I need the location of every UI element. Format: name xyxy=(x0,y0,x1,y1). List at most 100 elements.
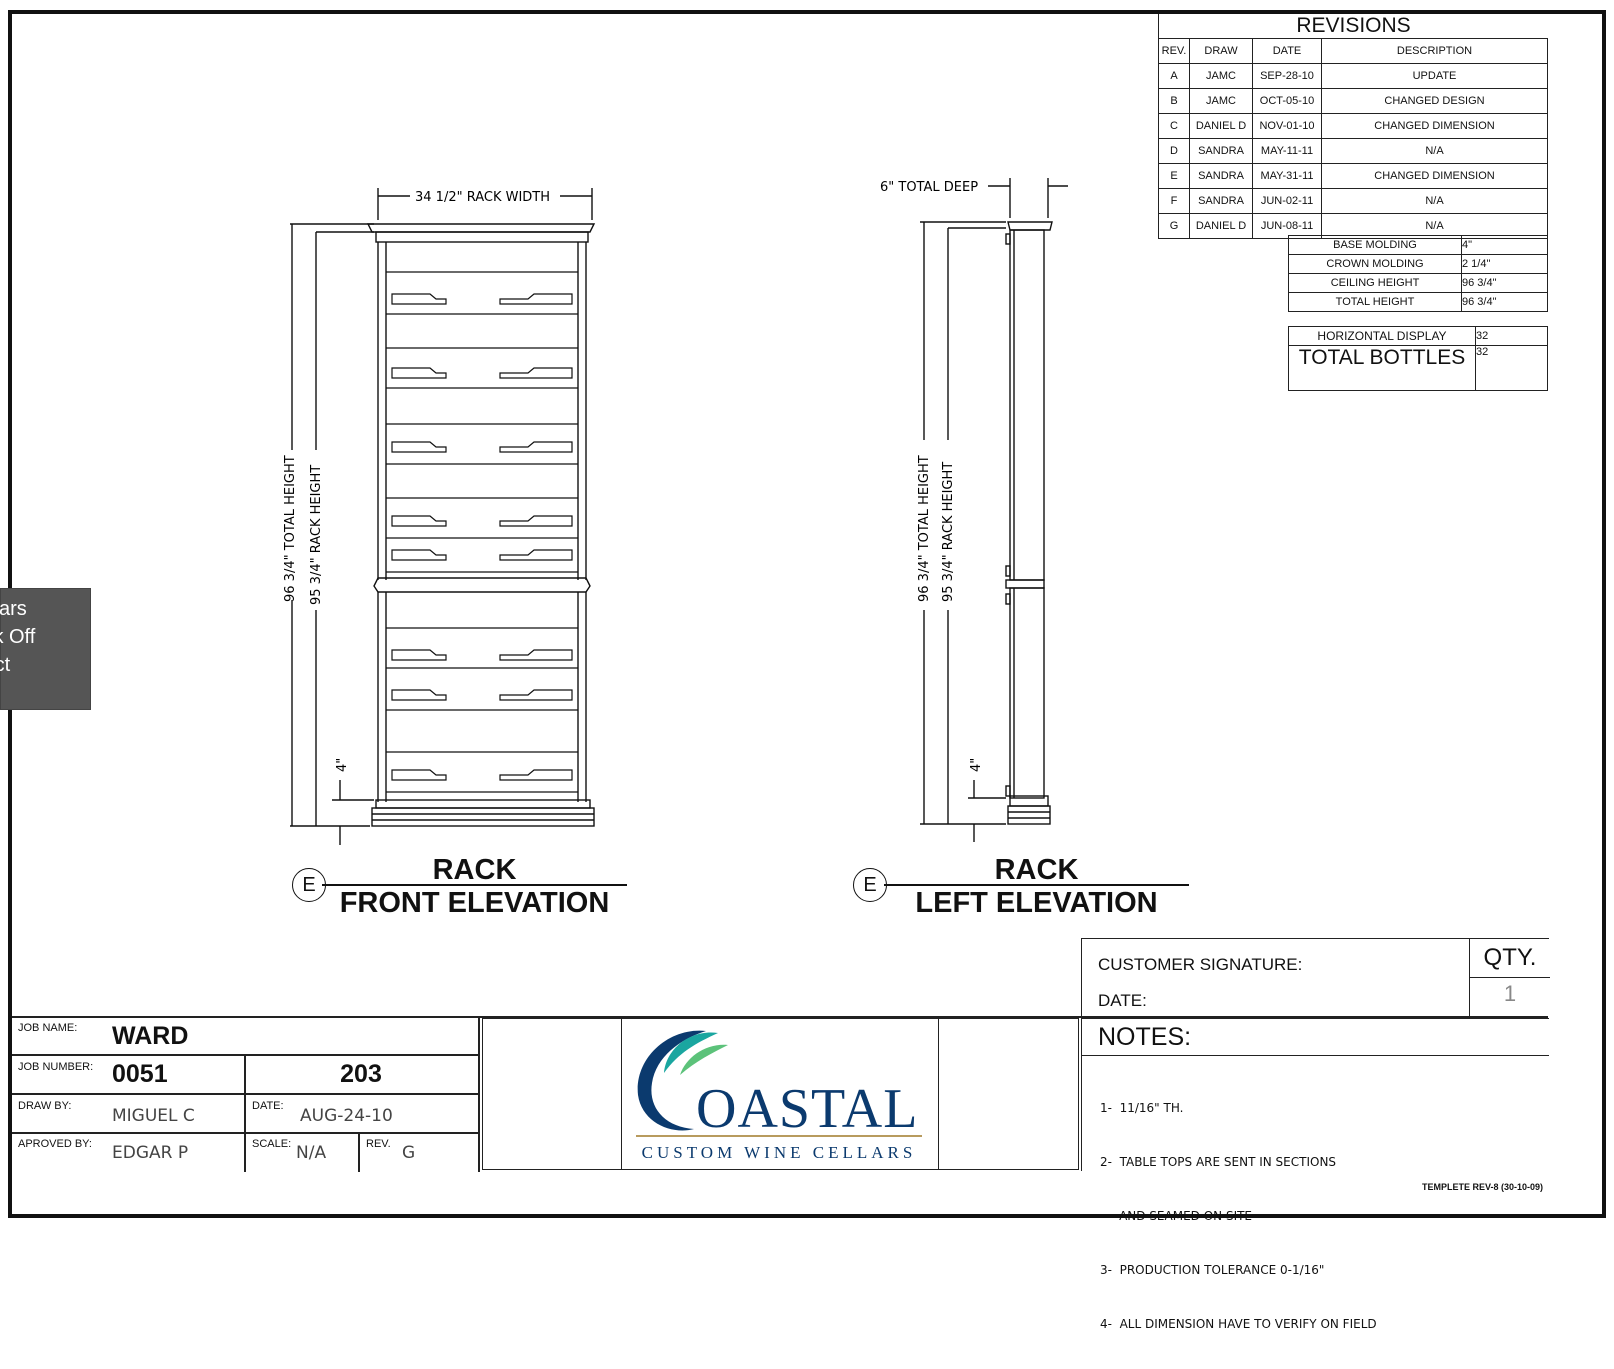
job-name-value: WARD xyxy=(112,1022,189,1050)
description-cell: CHANGED DESIGN xyxy=(1321,88,1548,114)
customer-block: CUSTOMER SIGNATURE: DATE: QTY. 1 xyxy=(1081,938,1550,1019)
spec-value: 2 1/4" xyxy=(1461,254,1548,274)
scale-value: N/A xyxy=(296,1143,327,1163)
elevation-marker: E xyxy=(853,868,887,902)
left-rack-height: 95 3/4" RACK HEIGHT xyxy=(941,462,956,602)
draw-by-value: MIGUEL C xyxy=(112,1106,195,1126)
date-header: DATE xyxy=(1252,38,1322,64)
table-row: HORIZONTAL DISPLAY 32 xyxy=(1288,326,1548,346)
note-line: 1- 11/16" TH. xyxy=(1100,1101,1184,1115)
total-bottles-value: 32 xyxy=(1475,345,1548,391)
draw-by-label: DRAW BY: xyxy=(18,1100,72,1112)
horizontal-display-value: 32 xyxy=(1475,326,1548,346)
revisions-header-row: REV. DRAW DATE DESCRIPTION xyxy=(1158,38,1548,64)
revisions-title: REVISIONS xyxy=(1158,14,1548,38)
spec-value: 4" xyxy=(1461,235,1548,255)
customer-date-label: DATE: xyxy=(1098,991,1147,1010)
date-cell: NOV-01-10 xyxy=(1252,113,1322,139)
approved-label: APROVED BY: xyxy=(18,1138,92,1150)
job-number-label: JOB NUMBER: xyxy=(18,1061,94,1073)
qty-box: QTY. 1 xyxy=(1469,939,1550,1019)
notes-list: 1- 11/16" TH. 2- TABLE TOPS ARE SENT IN … xyxy=(1100,1063,1377,1369)
front-total-height: 96 3/4" TOTAL HEIGHT xyxy=(283,455,298,602)
draw-cell: SANDRA xyxy=(1189,138,1253,164)
notes-title: NOTES: xyxy=(1098,1023,1192,1051)
draw-cell: DANIEL D xyxy=(1189,213,1253,239)
rev-cell: G xyxy=(1158,213,1190,239)
front-base-dim: 4" xyxy=(335,758,350,772)
date-cell: MAY-31-11 xyxy=(1252,163,1322,189)
date-label: DATE: xyxy=(252,1100,284,1112)
description-cell: N/A xyxy=(1321,213,1548,239)
spec-label: BASE MOLDING xyxy=(1288,235,1462,255)
note-line: 4- ALL DIMENSION HAVE TO VERIFY ON FIELD xyxy=(1100,1317,1377,1331)
left-title-2: LEFT ELEVATION xyxy=(915,887,1158,919)
approved-value: EDGAR P xyxy=(112,1143,189,1163)
notes-block: NOTES: 1- 11/16" TH. 2- TABLE TOPS ARE S… xyxy=(1081,1018,1549,1331)
tooltip-popup: ellars ick Off ject xyxy=(0,588,91,710)
display-table: HORIZONTAL DISPLAY 32 TOTAL BOTTLES 32 xyxy=(1288,326,1548,391)
left-total-height: 96 3/4" TOTAL HEIGHT xyxy=(917,455,932,602)
logo-rule xyxy=(636,1135,922,1137)
horizontal-display-label: HORIZONTAL DISPLAY xyxy=(1288,326,1476,346)
date-value: AUG-24-10 xyxy=(300,1106,393,1126)
company-tagline: CUSTOM WINE CELLARS xyxy=(641,1143,917,1162)
draw-cell: SANDRA xyxy=(1189,163,1253,189)
left-elevation-drawing: 6" TOTAL DEEP 96 3/4" TOTAL HEIGHT 95 3/… xyxy=(880,178,1068,842)
description-cell: CHANGED DIMENSION xyxy=(1321,113,1548,139)
left-base-dim: 4" xyxy=(969,758,984,772)
description-cell: N/A xyxy=(1321,188,1548,214)
spec-value: 96 3/4" xyxy=(1461,273,1548,293)
left-depth-dim: 6" TOTAL DEEP xyxy=(880,180,978,195)
spec-value: 96 3/4" xyxy=(1461,292,1548,312)
front-title-2: FRONT ELEVATION xyxy=(339,887,610,919)
draw-cell: JAMC xyxy=(1189,63,1253,89)
spec-label: CROWN MOLDING xyxy=(1288,254,1462,274)
notes-header: NOTES: xyxy=(1082,1019,1549,1056)
draw-cell: DANIEL D xyxy=(1189,113,1253,139)
scale-label: SCALE: xyxy=(252,1138,292,1150)
titleblock-top-rule xyxy=(12,1016,1548,1018)
rev-cell: F xyxy=(1158,188,1190,214)
rev-cell: B xyxy=(1158,88,1190,114)
description-header: DESCRIPTION xyxy=(1321,38,1548,64)
rev-header: REV. xyxy=(1158,38,1190,64)
description-cell: N/A xyxy=(1321,138,1548,164)
front-rack-height: 95 3/4" RACK HEIGHT xyxy=(309,465,324,605)
company-name: OASTAL xyxy=(696,1078,919,1140)
tooltip-line: ick Off xyxy=(0,626,36,648)
job-name-label: JOB NAME: xyxy=(18,1022,78,1034)
logo-panel: OASTAL CUSTOM WINE CELLARS xyxy=(621,1019,939,1169)
rev-cell: E xyxy=(1158,163,1190,189)
rev-cell: A xyxy=(1158,63,1190,89)
title-underline xyxy=(884,884,1189,886)
elevation-marker: E xyxy=(292,868,326,902)
date-cell: SEP-28-10 xyxy=(1252,63,1322,89)
rev-label: REV. xyxy=(366,1138,391,1150)
draw-header: DRAW xyxy=(1189,38,1253,64)
front-title-1: RACK xyxy=(432,854,517,886)
spec-label: TOTAL HEIGHT xyxy=(1288,292,1462,312)
title-underline xyxy=(322,884,627,886)
total-bottles-label: TOTAL BOTTLES xyxy=(1288,345,1476,391)
job-number-value: 0051 xyxy=(112,1060,168,1088)
sheet-number: 203 xyxy=(340,1060,382,1088)
date-cell: JUN-02-11 xyxy=(1252,188,1322,214)
template-revision: TEMPLETE REV-8 (30-10-09) xyxy=(1422,1182,1544,1192)
table-row: TOTAL BOTTLES 32 xyxy=(1288,345,1548,391)
rev-cell: C xyxy=(1158,113,1190,139)
company-logo-mark xyxy=(637,1030,728,1131)
rev-value: G xyxy=(402,1143,416,1163)
